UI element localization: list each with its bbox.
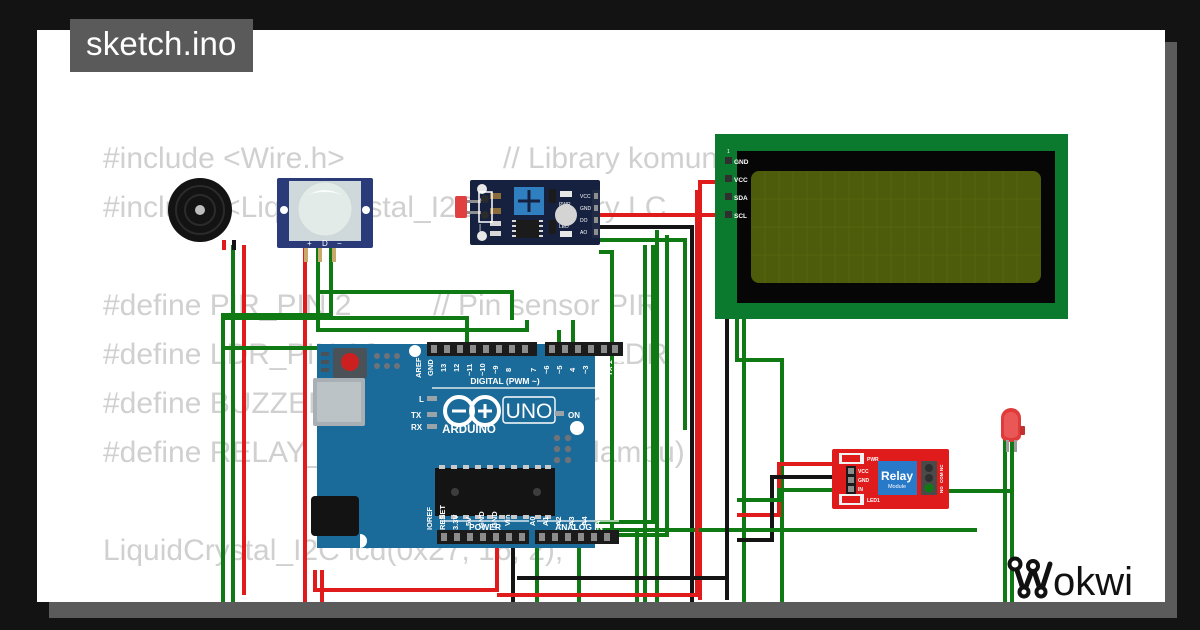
svg-text:2: 2 — [594, 368, 603, 372]
svg-text:13: 13 — [439, 364, 448, 372]
svg-text:8: 8 — [504, 368, 513, 372]
led-on-label: ON — [568, 411, 580, 420]
svg-text:RESET: RESET — [438, 505, 447, 530]
component-ldr-module: + | — [470, 180, 600, 245]
svg-text:GND: GND — [426, 359, 435, 376]
svg-text:5V: 5V — [464, 517, 473, 526]
lcd-pin-scl: SCL — [734, 213, 747, 220]
wokwi-logo: okwi — [1005, 554, 1165, 602]
svg-text:A2: A2 — [554, 516, 563, 526]
svg-text:A3: A3 — [567, 516, 576, 526]
relay-subtitle: Module — [888, 484, 906, 490]
svg-text:GND: GND — [490, 511, 499, 528]
relay-pin-vcc: VCC — [858, 469, 869, 475]
digital-header-left — [427, 342, 537, 356]
svg-text:LED: LED — [559, 224, 569, 230]
svg-text:3.3V: 3.3V — [451, 515, 460, 530]
svg-text:IOREF: IOREF — [425, 507, 434, 530]
digital-header-right — [545, 342, 623, 356]
component-relay-module: PWR LED1 VCC GND IN Relay Modu — [832, 449, 949, 509]
component-buzzer — [168, 178, 236, 250]
arduino-model: UNO — [506, 400, 553, 423]
svg-text:TX 1: TX 1 — [605, 360, 614, 376]
svg-text:RX 0: RX 0 — [615, 359, 624, 376]
relay-terminal-labels: NC COM NO — [939, 464, 944, 493]
svg-text:~11: ~11 — [465, 364, 474, 376]
lcd-character-grid — [751, 171, 1041, 283]
analog-header-label: ANALOG IN — [555, 522, 603, 532]
pir-pin-minus: − — [337, 239, 342, 248]
svg-text:12: 12 — [452, 364, 461, 372]
ldr-pin-gnd: GND — [580, 206, 592, 212]
svg-text:|: | — [479, 223, 481, 232]
svg-text:A1: A1 — [541, 516, 550, 526]
component-pir-sensor: + D − — [277, 178, 373, 262]
svg-text:Vin: Vin — [503, 514, 512, 526]
relay-pwr-label: PWR — [867, 457, 879, 463]
component-led-red — [1001, 408, 1025, 452]
pir-pin-d: D — [322, 239, 328, 248]
svg-text:AREF: AREF — [414, 357, 423, 378]
svg-text:GND: GND — [477, 511, 486, 528]
led-tx-label: TX — [411, 411, 422, 420]
svg-text:~6: ~6 — [542, 365, 551, 374]
svg-text:NO: NO — [939, 486, 944, 493]
svg-text:A5: A5 — [593, 516, 602, 526]
lcd-pin-vcc: VCC — [734, 177, 748, 184]
relay-pin-in: IN — [858, 487, 863, 493]
relay-title: Relay — [881, 469, 913, 483]
svg-text:A4: A4 — [580, 516, 589, 526]
arduino-brand: ARDUINO — [442, 424, 496, 436]
diagram-canvas: #include <Wire.h>// Library komun#includ… — [37, 30, 1165, 602]
lcd-pin-gnd: GND — [734, 159, 749, 166]
svg-text:~10: ~10 — [478, 363, 487, 376]
power-pin-labels: IOREF RESET 3.3V 5V GND GND Vin — [425, 505, 512, 530]
lcd-pin-sda: SDA — [734, 195, 748, 202]
svg-text:7: 7 — [529, 368, 538, 372]
ldr-pin-do: DO — [580, 218, 588, 224]
svg-text:NC: NC — [939, 464, 944, 471]
relay-led1-label: LED1 — [867, 498, 880, 504]
component-arduino-uno: AREF GND 13 12 ~11 ~10 ~9 8 7 ~6 ~5 4 ~3… — [311, 342, 624, 548]
arduino-infinity-logo — [443, 395, 501, 427]
relay-pin-gnd: GND — [858, 478, 870, 484]
svg-text:COM: COM — [939, 472, 944, 483]
file-tab-sketch-ino[interactable]: sketch.ino — [70, 19, 253, 72]
svg-text:4: 4 — [568, 367, 577, 372]
svg-text:~9: ~9 — [491, 365, 500, 374]
ldr-pin-vcc: VCC — [580, 194, 591, 200]
pir-pin-plus: + — [307, 239, 312, 248]
svg-text:A0: A0 — [528, 516, 537, 526]
svg-text:~5: ~5 — [555, 365, 564, 374]
led-rx-label: RX — [411, 423, 423, 432]
digital-header-label: DIGITAL (PWM ~) — [470, 376, 540, 386]
lcd-pin-header: 1 GND VCC SDA SCL — [725, 149, 749, 220]
ldr-pin-ao: AO — [580, 230, 587, 236]
digital-pin-labels: AREF GND 13 12 ~11 ~10 ~9 8 7 ~6 ~5 4 ~3… — [414, 357, 624, 378]
circuit-diagram: + D − + | — [37, 30, 1165, 602]
lcd-pin-number: 1 — [727, 149, 730, 155]
svg-text:~3: ~3 — [581, 365, 590, 374]
analog-pin-labels: A0 A1 A2 A3 A4 A5 — [528, 516, 602, 526]
power-header-label: POWER — [469, 522, 501, 532]
wokwi-wordmark: okwi — [1053, 560, 1133, 602]
component-lcd: 1 GND VCC SDA SCL — [715, 134, 1068, 319]
component-photoresistor — [455, 191, 493, 223]
led-l-label: L — [419, 395, 424, 404]
